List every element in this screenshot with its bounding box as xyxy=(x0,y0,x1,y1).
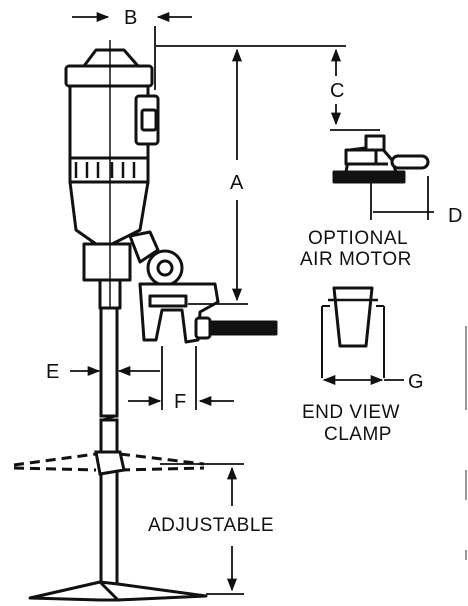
label-a: A xyxy=(230,172,244,194)
label-e: E xyxy=(46,361,59,383)
upper-impeller xyxy=(13,450,205,476)
end-view-clamp xyxy=(321,286,385,378)
label-g: G xyxy=(408,371,424,393)
mixer-clamp xyxy=(138,249,278,344)
label-b: B xyxy=(124,7,137,29)
mixer-body xyxy=(64,48,160,310)
end-view-clamp-line2: CLAMP xyxy=(324,424,392,445)
label-d: D xyxy=(448,205,462,227)
label-c: C xyxy=(330,80,344,102)
optional-air-motor-line1: OPTIONAL xyxy=(308,228,408,249)
lower-impeller xyxy=(28,580,208,602)
label-adjustable: ADJUSTABLE xyxy=(148,515,274,536)
mixer-shaft xyxy=(99,306,119,594)
end-view-clamp-line1: END VIEW xyxy=(302,402,400,423)
air-motor xyxy=(332,134,430,184)
label-f: F xyxy=(174,391,186,413)
optional-air-motor-line2: AIR MOTOR xyxy=(300,249,412,270)
